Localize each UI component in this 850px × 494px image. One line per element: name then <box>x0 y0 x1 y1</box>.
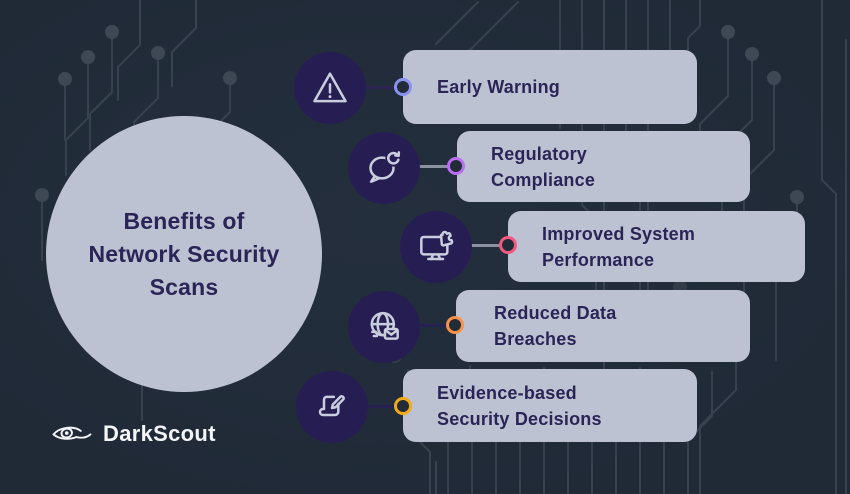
benefit-label: Reduced Data <box>494 303 617 323</box>
benefit-card-early-warning: Early Warning <box>403 50 697 124</box>
benefit-label: Improved System <box>542 223 696 244</box>
warning-triangle-icon <box>313 72 347 103</box>
icon-circle-improved-performance <box>400 211 472 283</box>
darkscout-eye-icon <box>52 426 92 440</box>
benefit-label: Performance <box>542 249 655 270</box>
benefit-card-evidence-decisions: Evidence-based Security Decisions <box>403 369 697 442</box>
benefit-label: Breaches <box>494 329 577 349</box>
monitor-puzzle-icon <box>420 230 454 261</box>
benefit-card-regulatory-compliance: Regulatory Compliance <box>457 131 750 202</box>
benefit-label: Regulatory <box>491 143 588 164</box>
benefit-label: Evidence-based <box>437 382 577 403</box>
connector-line-early-warning <box>330 86 404 89</box>
connector-dot-reduced-breaches <box>446 316 464 334</box>
title-line-3: Scans <box>149 273 219 300</box>
connector-line-regulatory-compliance <box>384 165 457 168</box>
connector-dot-improved-performance <box>499 236 517 254</box>
brand-logo: DarkScout <box>50 420 216 447</box>
icon-circle-evidence-decisions <box>296 371 368 443</box>
benefit-label: Compliance <box>491 169 596 190</box>
connector-line-evidence-decisions <box>332 405 404 408</box>
globe-mail-icon <box>370 311 399 340</box>
connector-dot-evidence-decisions <box>394 397 412 415</box>
title-line-2: Network Security <box>88 240 280 267</box>
scroll-pencil-icon <box>318 394 345 417</box>
icon-circle-regulatory-compliance <box>348 132 420 204</box>
connector-line-improved-performance <box>436 244 509 247</box>
benefit-card-improved-performance: Improved System Performance <box>508 211 805 282</box>
chat-refresh-icon <box>369 150 402 183</box>
icon-circle-early-warning <box>294 52 366 124</box>
icon-circle-reduced-breaches <box>348 291 420 363</box>
benefit-label: Security Decisions <box>437 408 602 429</box>
title-line-1: Benefits of <box>123 207 245 234</box>
benefit-card-reduced-breaches: Reduced Data Breaches <box>456 290 750 362</box>
title-circle: Benefits of Network Security Scans <box>46 116 322 392</box>
benefit-label: Early Warning <box>437 77 560 97</box>
connector-dot-regulatory-compliance <box>447 157 465 175</box>
page-title: Benefits of Network Security Scans <box>88 205 279 304</box>
connector-line-reduced-breaches <box>384 324 456 327</box>
brand-name: DarkScout <box>103 420 216 446</box>
connector-dot-early-warning <box>394 78 412 96</box>
